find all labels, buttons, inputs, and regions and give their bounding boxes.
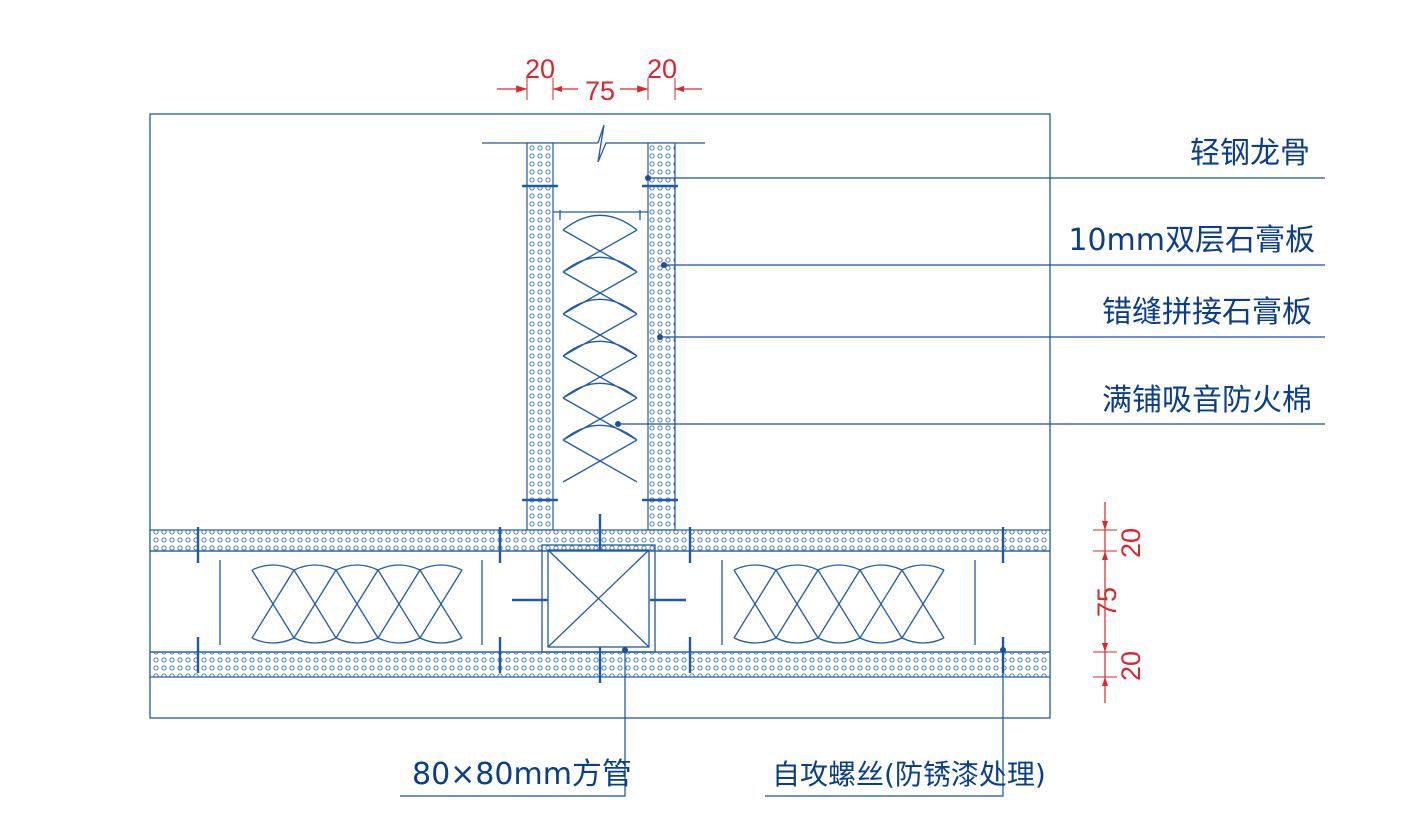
dim-right-middle: 75 bbox=[1092, 587, 1122, 617]
label-square-tube: 80×80mm方管 bbox=[412, 757, 632, 792]
vertical-insulation bbox=[562, 214, 638, 483]
dim-right-top: 20 bbox=[1116, 528, 1146, 558]
dim-top-right: 20 bbox=[647, 54, 677, 84]
label-staggered-gypsum: 错缝拼接石膏板 bbox=[1102, 295, 1312, 330]
horizontal-studs bbox=[219, 560, 976, 645]
vertical-wall-screws bbox=[522, 184, 678, 502]
vertical-wall bbox=[482, 124, 705, 531]
label-insulation: 满铺吸音防火棉 bbox=[1102, 383, 1312, 418]
drawing-frame bbox=[149, 113, 1051, 719]
left-gypsum-board bbox=[526, 142, 554, 531]
dim-top-middle: 75 bbox=[585, 76, 615, 106]
label-double-gypsum: 10mm双层石膏板 bbox=[1068, 223, 1315, 258]
top-dimension: 20 75 20 bbox=[497, 54, 702, 106]
dim-top-left: 20 bbox=[525, 54, 555, 84]
right-insulation bbox=[733, 564, 945, 644]
right-dimension: 20 75 20 bbox=[1092, 502, 1146, 703]
label-steel-stud: 轻钢龙骨 bbox=[1190, 136, 1310, 171]
leader-lines bbox=[400, 175, 1325, 797]
square-tube bbox=[541, 544, 656, 653]
dim-right-bottom: 20 bbox=[1116, 651, 1146, 681]
horizontal-wall bbox=[149, 514, 1051, 683]
label-screw: 自攻螺丝(防锈漆处理) bbox=[772, 758, 1046, 791]
left-insulation bbox=[251, 564, 463, 644]
